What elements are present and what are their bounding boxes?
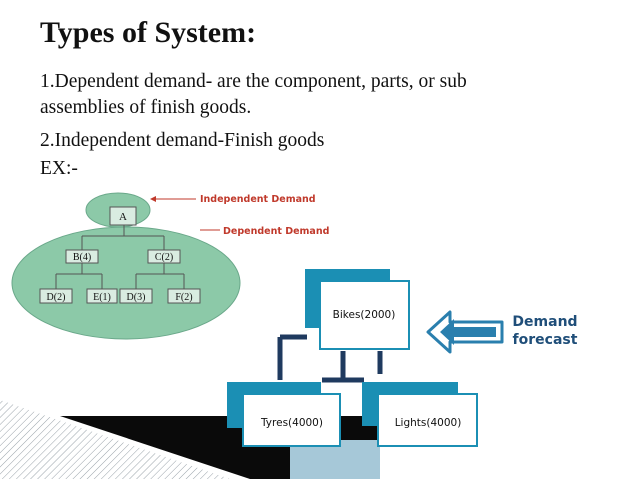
body-line-4: EX:- bbox=[40, 158, 78, 179]
slide-title: Types of System: bbox=[40, 16, 257, 49]
node-d1 bbox=[39, 288, 73, 304]
bikes-label: Bikes(2000) bbox=[333, 309, 396, 321]
node-c-label: C(2) bbox=[155, 252, 173, 263]
tyres-label: Tyres(4000) bbox=[260, 417, 323, 429]
node-c bbox=[147, 249, 181, 264]
bikes-node bbox=[319, 280, 410, 350]
node-b bbox=[65, 249, 99, 264]
body-line-3: 2.Independent demand-Finish goods bbox=[40, 130, 325, 151]
node-e bbox=[86, 288, 118, 304]
independent-demand-label: Independent Demand bbox=[200, 194, 316, 205]
lights-label: Lights(4000) bbox=[395, 417, 462, 429]
demand-forecast-label-line1: Demand bbox=[512, 314, 577, 330]
tyres-node bbox=[242, 393, 341, 447]
body-line-1: 1.Dependent demand- are the component, p… bbox=[40, 71, 467, 92]
dependent-demand-label: Dependent Demand bbox=[223, 226, 329, 237]
node-d2 bbox=[119, 288, 153, 304]
body-line-2: assemblies of finish goods. bbox=[40, 97, 252, 118]
node-b-label: B(4) bbox=[73, 252, 91, 263]
demand-forecast-label-line2: forecast bbox=[513, 332, 578, 348]
node-f bbox=[167, 288, 201, 304]
node-f-label: F(2) bbox=[175, 292, 192, 303]
node-a-label: A bbox=[119, 211, 127, 223]
node-a bbox=[109, 206, 137, 226]
node-d2-label: D(3) bbox=[127, 292, 146, 303]
node-e-label: E(1) bbox=[93, 292, 111, 303]
node-d1-label: D(2) bbox=[47, 292, 66, 303]
lights-node bbox=[377, 393, 478, 447]
